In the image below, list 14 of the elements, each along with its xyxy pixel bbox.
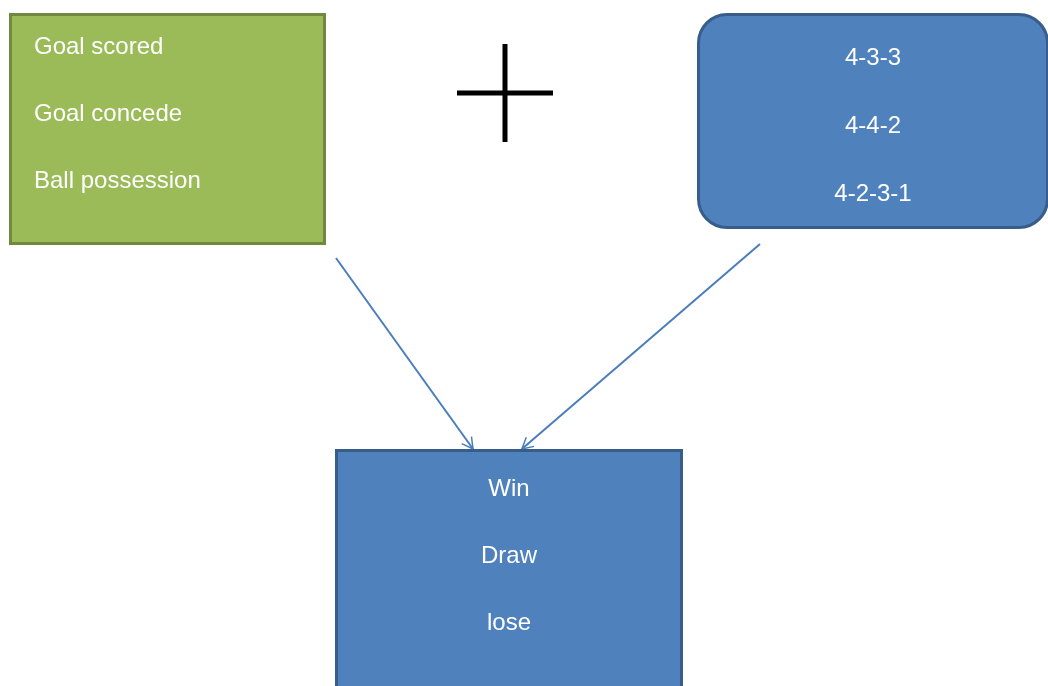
rounded-box (697, 13, 1048, 229)
item-text: Ball possession (34, 165, 201, 195)
item-text: Goal scored (34, 31, 164, 61)
process-box (9, 13, 326, 245)
item-text: lose (487, 607, 531, 637)
item-text: Goal concede (34, 98, 183, 128)
item-text: Win (488, 473, 530, 503)
arrow (520, 243, 761, 450)
arrow (335, 257, 474, 450)
item-text: 4-3-3 (845, 42, 901, 72)
item-text: 4-4-2 (845, 110, 901, 140)
item-text: 4-2-3-1 (834, 178, 912, 208)
process-box (335, 449, 683, 686)
item-text: Draw (481, 540, 537, 570)
